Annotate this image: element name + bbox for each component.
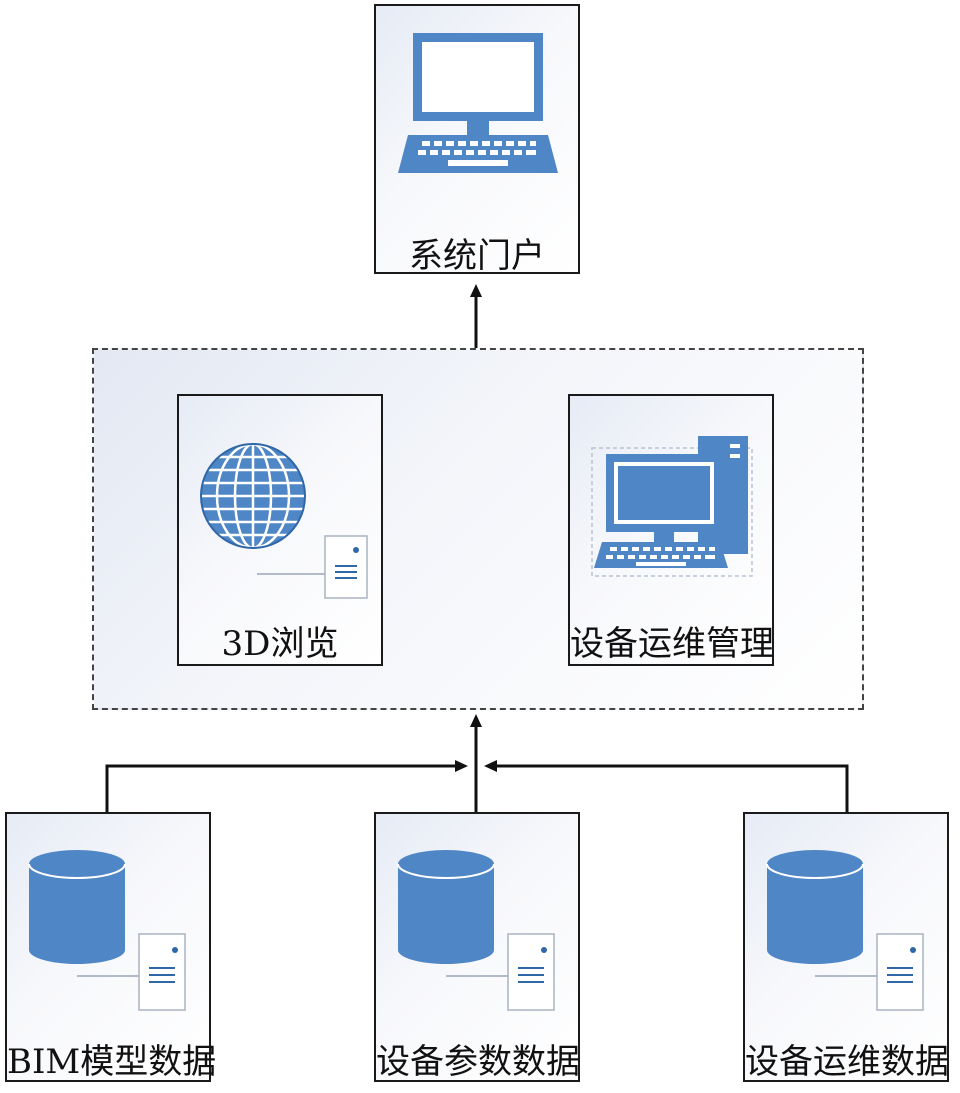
param-data-label: 设备参数数据 xyxy=(376,1042,580,1082)
equipment-mgmt-label: 设备运维管理 xyxy=(570,624,774,664)
desktop-computer-icon xyxy=(591,436,753,577)
database-server-icon xyxy=(397,850,555,1011)
browse3d-node[interactable]: 3D浏览 xyxy=(177,394,383,666)
database-server-icon xyxy=(28,850,186,1011)
ops-data-label: 设备运维数据 xyxy=(745,1042,949,1082)
bus-right xyxy=(484,760,849,812)
globe-server-icon xyxy=(200,443,368,599)
laptop-icon xyxy=(398,33,558,173)
equipment-mgmt-node[interactable]: 设备运维管理 xyxy=(568,394,774,666)
portal-label: 系统门户 xyxy=(409,236,545,276)
bim-data-node[interactable]: BIM模型数据 xyxy=(5,812,217,1082)
browse3d-label: 3D浏览 xyxy=(221,624,339,664)
application-layer-group: 3D浏览 设备运维管理 xyxy=(92,348,864,710)
bim-data-label: BIM模型数据 xyxy=(7,1042,217,1082)
ops-data-node[interactable]: 设备运维数据 xyxy=(743,812,949,1082)
bus-left xyxy=(105,760,468,812)
portal-node[interactable]: 系统门户 xyxy=(374,4,580,276)
param-data-node[interactable]: 设备参数数据 xyxy=(374,812,580,1082)
database-server-icon xyxy=(766,850,924,1011)
